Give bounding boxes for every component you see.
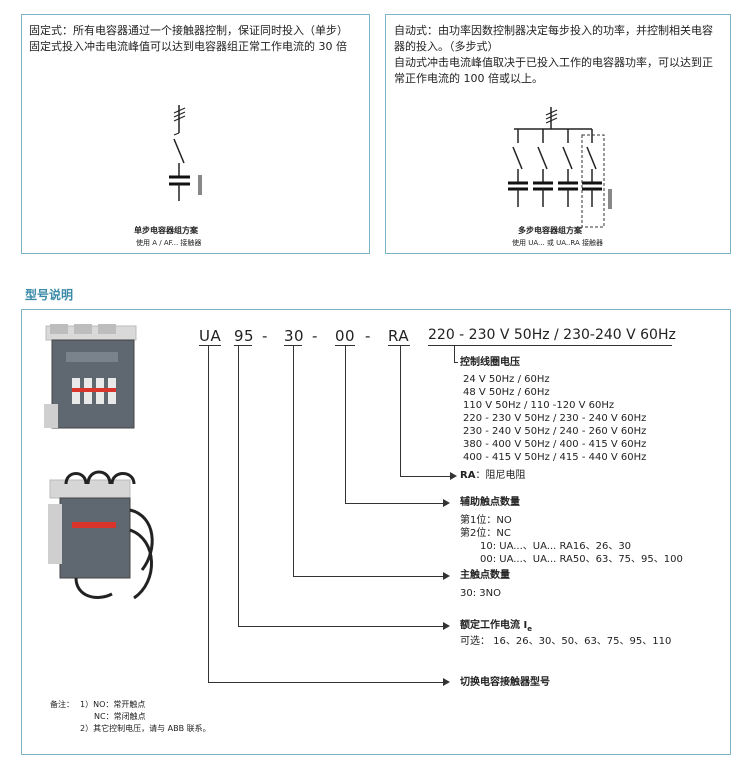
note-2: 2）其它控制电压，请与 ABB 联系。 <box>80 724 211 733</box>
auto-caption-2: 使用 UA... 或 UA..RA 接触器 <box>512 239 603 247</box>
code-main: 30 <box>284 327 305 345</box>
auto-panel: 自动式：由功率因数控制器决定每步投入的功率，并控制相关电容 器的投入。（多步式）… <box>385 14 731 254</box>
single-step-diagram <box>169 105 202 201</box>
leader-main-v <box>293 346 294 576</box>
section-title: 型号说明 <box>25 288 74 302</box>
auto-caption-1: 多步电容器组方案 <box>518 226 582 235</box>
fixed-panel: 固定式：所有电容器通过一个接触器控制，保证同时投入（单步） 固定式投入冲击电流峰… <box>21 14 370 254</box>
coil-title: 控制线圈电压 <box>460 357 520 368</box>
main-title: 主触点数量 <box>460 570 510 581</box>
ra-label: RA：阻尼电阻 <box>460 469 525 482</box>
ra-key: RA <box>460 470 476 481</box>
aux-opt-00: 00: UA...、UA... RA50、63、75、95、100 <box>480 554 683 565</box>
note-1: 1）NO：常开触点 <box>80 700 146 709</box>
coil-option-1: 24 V 50Hz / 60Hz <box>463 374 550 385</box>
code-current: 95 <box>234 327 255 345</box>
auto-line-2: 器的投入。（多步式） <box>394 40 499 53</box>
code-aux-underline <box>335 345 355 346</box>
multi-step-diagram <box>508 107 612 228</box>
code-dash-1: - <box>262 327 268 345</box>
contactor-image-1 <box>44 324 137 429</box>
auto-line-3: 自动式冲击电流峰值取决于已投入工作的电容器功率，可以达到正 <box>394 56 713 69</box>
aux-opt-10: 10: UA...、UA... RA16、26、30 <box>480 541 632 552</box>
code-voltage-underline <box>428 345 672 346</box>
coil-option-3: 110 V 50Hz / 110 -120 V 60Hz <box>463 400 615 411</box>
code-current-underline <box>234 345 252 346</box>
code-aux: 00 <box>335 327 356 345</box>
leader-aux-h <box>345 503 445 504</box>
code-ua: UA <box>199 327 222 345</box>
rated-current-values: 可选： 16、26、30、50、63、75、95、110 <box>460 636 672 647</box>
fixed-line-1: 固定式：所有电容器通过一个接触器控制，保证同时投入（单步） <box>29 24 348 37</box>
coil-option-2: 48 V 50Hz / 60Hz <box>463 387 550 398</box>
leader-type-v <box>208 346 209 682</box>
leader-main-arrow <box>443 572 450 580</box>
coil-option-7: 400 - 415 V 50Hz / 415 - 440 V 60Hz <box>463 452 647 463</box>
leader-voltage-v <box>454 346 455 362</box>
leader-current-v <box>238 346 239 626</box>
aux-pos-2: 第2位：NC <box>460 528 511 539</box>
leader-voltage-h <box>454 362 458 363</box>
leader-ra-h <box>400 476 452 477</box>
rated-current-title-text: 额定工作电流 I <box>460 620 528 631</box>
code-dash-3: - <box>365 327 371 345</box>
leader-type-arrow <box>443 678 450 686</box>
note-1b: NC：常闭触点 <box>94 712 146 721</box>
leader-ra-arrow <box>450 472 457 480</box>
rated-current-sub: e <box>527 625 532 633</box>
auto-line-1: 自动式：由功率因数控制器决定每步投入的功率，并控制相关电容 <box>394 24 713 37</box>
designation-panel: UA 95 - 30 - 00 - RA 220 - 230 V 50Hz / … <box>21 309 731 755</box>
code-ra-underline <box>388 345 410 346</box>
code-ra: RA <box>388 327 410 345</box>
fixed-caption-1: 单步电容器组方案 <box>134 226 198 235</box>
code-voltage: 220 - 230 V 50Hz / 230-240 V 60Hz <box>428 327 676 343</box>
main-value: 30: 3NO <box>460 588 501 599</box>
leader-aux-v <box>345 346 346 503</box>
type-label: 切换电容接触器型号 <box>460 677 550 688</box>
auto-line-4: 常正作电流的 100 倍或以上。 <box>394 72 543 85</box>
leader-current-h <box>238 626 445 627</box>
aux-title: 辅助触点数量 <box>460 497 520 508</box>
code-ua-underline <box>199 345 221 346</box>
leader-aux-arrow <box>443 499 450 507</box>
code-dash-2: - <box>312 327 318 345</box>
leader-main-h <box>293 576 445 577</box>
notes-label: 备注： <box>50 700 74 709</box>
ra-desc: ：阻尼电阻 <box>475 470 526 481</box>
coil-option-5: 230 - 240 V 50Hz / 240 - 260 V 60Hz <box>463 426 647 437</box>
leader-current-arrow <box>443 622 450 630</box>
fixed-line-2: 固定式投入冲击电流峰值可以达到电容器组正常工作电流的 30 倍 <box>29 40 347 53</box>
rated-current-title: 额定工作电流 Ie <box>460 619 532 636</box>
leader-type-h <box>208 682 445 683</box>
coil-option-6: 380 - 400 V 50Hz / 400 - 415 V 60Hz <box>463 439 647 450</box>
aux-pos-1: 第1位：NO <box>460 515 512 526</box>
code-main-underline <box>284 345 302 346</box>
coil-option-4: 220 - 230 V 50Hz / 230 - 240 V 60Hz <box>463 413 647 424</box>
leader-ra-v <box>400 346 401 476</box>
fixed-caption-2: 使用 A / AF... 接触器 <box>136 239 202 247</box>
contactor-image-2 <box>48 470 154 600</box>
